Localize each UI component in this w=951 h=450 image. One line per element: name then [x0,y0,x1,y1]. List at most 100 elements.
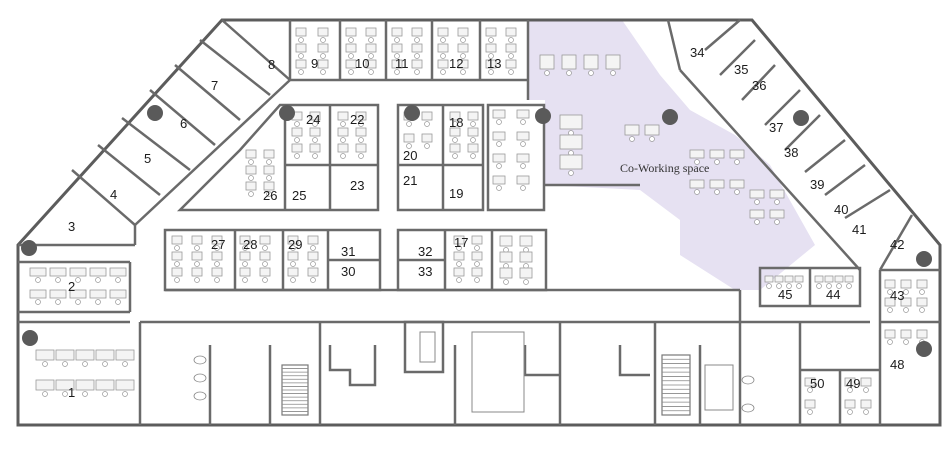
room-label-19[interactable]: 19 [449,186,463,201]
desk [337,143,349,153]
room-label-1[interactable]: 1 [68,385,75,400]
location-markers [21,105,932,357]
room-labels: 1 2 3 4 5 6 7 8 9 10 11 12 13 17 18 19 2… [68,45,904,400]
room-label-7[interactable]: 7 [211,78,218,93]
desk [449,143,461,153]
desk [844,275,854,283]
desk [900,297,912,307]
room-label-41[interactable]: 41 [852,222,866,237]
chair [35,299,41,305]
desk [239,235,251,245]
room-label-6[interactable]: 6 [180,116,187,131]
desk [307,251,319,261]
room-label-4[interactable]: 4 [110,187,117,202]
desk [309,143,321,153]
desk [307,267,319,277]
room-label-10[interactable]: 10 [355,56,369,71]
room-label-35[interactable]: 35 [734,62,748,77]
desk [89,267,107,277]
room-label-49[interactable]: 49 [846,376,860,391]
desk [287,267,299,277]
desk [559,134,583,150]
room-label-11[interactable]: 11 [395,56,409,71]
chair [298,53,304,59]
desk [263,149,275,159]
room-label-30[interactable]: 30 [341,264,355,279]
desk [644,124,660,136]
room-label-43[interactable]: 43 [890,288,904,303]
chair [358,137,364,143]
coworking-area[interactable] [528,20,815,290]
chair [826,283,832,289]
room-label-24[interactable]: 24 [306,112,320,127]
room-label-5[interactable]: 5 [144,151,151,166]
room-label-26[interactable]: 26 [263,188,277,203]
room-label-8[interactable]: 8 [268,57,275,72]
chair [774,219,780,225]
room-label-12[interactable]: 12 [449,56,463,71]
room-label-39[interactable]: 39 [810,177,824,192]
room-label-27[interactable]: 27 [211,237,225,252]
desk [259,235,271,245]
desk [884,279,896,289]
room-label-2[interactable]: 2 [68,279,75,294]
desk [492,153,506,163]
room-label-33[interactable]: 33 [418,264,432,279]
desk [749,209,765,219]
chair [312,137,318,143]
room-label-38[interactable]: 38 [784,145,798,160]
location-marker [662,109,678,125]
desk [485,43,497,53]
room-label-31[interactable]: 31 [341,244,355,259]
chair [786,283,792,289]
room-label-42[interactable]: 42 [890,237,904,252]
toilet [193,355,207,365]
chair [194,277,200,283]
desk [900,329,912,339]
room-label-50[interactable]: 50 [810,376,824,391]
desk [794,275,804,283]
room-label-29[interactable]: 29 [288,237,302,252]
room-label-21[interactable]: 21 [403,173,417,188]
desk [259,267,271,277]
chair [694,159,700,165]
desk [291,127,303,137]
room-label-18[interactable]: 18 [449,115,463,130]
room-label-3[interactable]: 3 [68,219,75,234]
room-label-48[interactable]: 48 [890,357,904,372]
room-label-22[interactable]: 22 [350,112,364,127]
room-label-32[interactable]: 32 [418,244,432,259]
desk [191,251,203,261]
chair [122,361,128,367]
room-label-34[interactable]: 34 [690,45,704,60]
desk [539,54,555,70]
chair [340,137,346,143]
room-label-23[interactable]: 23 [350,178,364,193]
chair [248,191,254,197]
desk [287,251,299,261]
desk [884,329,896,339]
desk [391,59,403,69]
desk [860,399,872,409]
desk [115,349,135,361]
room-label-28[interactable]: 28 [243,237,257,252]
desk [457,27,469,37]
room-label-36[interactable]: 36 [752,78,766,93]
chair [460,37,466,43]
desk [834,275,844,283]
room-label-40[interactable]: 40 [834,202,848,217]
room-label-20[interactable]: 20 [403,148,417,163]
desk [29,289,47,299]
room-label-17[interactable]: 17 [454,235,468,250]
room-label-44[interactable]: 44 [826,287,840,302]
room-label-9[interactable]: 9 [311,56,318,71]
desk [411,27,423,37]
room-label-45[interactable]: 45 [778,287,792,302]
chair [406,143,412,149]
chair [82,391,88,397]
room-label-13[interactable]: 13 [487,56,501,71]
chair [35,277,41,283]
room-label-37[interactable]: 37 [769,120,783,135]
chair [194,261,200,267]
room-label-25[interactable]: 25 [292,188,306,203]
